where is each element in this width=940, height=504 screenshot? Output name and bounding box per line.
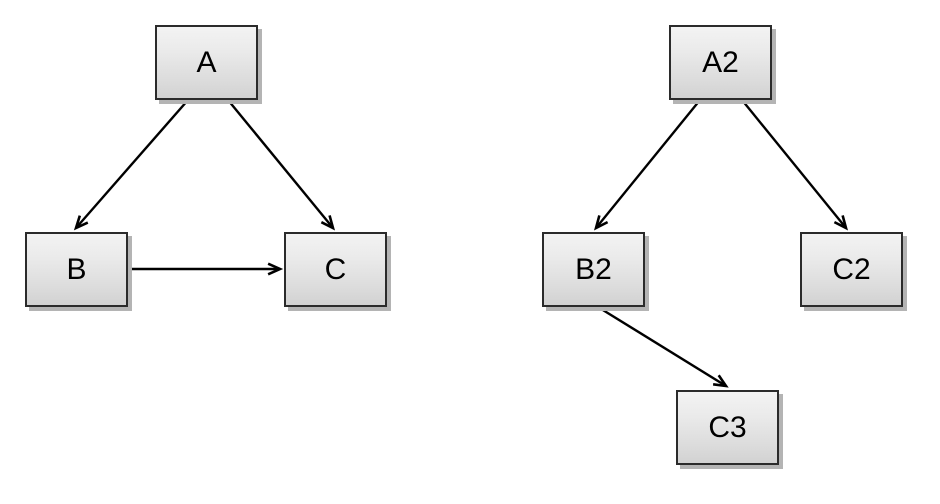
node-label: A xyxy=(196,45,217,79)
arrowhead-icon xyxy=(712,374,729,388)
edge-line xyxy=(595,99,701,229)
arrowhead-icon xyxy=(593,215,609,231)
node-c2[interactable]: C2 xyxy=(800,232,903,307)
node-label: C xyxy=(324,252,347,286)
edge-a2-to-c2[interactable] xyxy=(741,99,849,231)
node-b2[interactable]: B2 xyxy=(542,232,645,307)
node-label: B2 xyxy=(575,252,612,286)
edge-b2-to-c3[interactable] xyxy=(597,305,729,388)
node-label: C3 xyxy=(708,410,747,444)
edge-line xyxy=(227,99,334,229)
arrowhead-icon xyxy=(320,215,336,231)
edge-a2-to-b2[interactable] xyxy=(593,99,701,231)
node-label: C2 xyxy=(832,252,871,286)
arrowhead-icon xyxy=(833,215,849,231)
node-a2[interactable]: A2 xyxy=(669,25,772,100)
node-label: B xyxy=(66,252,87,286)
edge-line xyxy=(75,99,189,229)
edge-b-to-c[interactable] xyxy=(130,262,284,276)
arrowhead-icon xyxy=(73,215,89,231)
edge-a-to-b[interactable] xyxy=(73,99,189,231)
node-c3[interactable]: C3 xyxy=(676,390,779,465)
node-label: A2 xyxy=(702,45,739,79)
node-a[interactable]: A xyxy=(155,25,258,100)
node-c[interactable]: C xyxy=(284,232,387,307)
edge-a-to-c[interactable] xyxy=(227,99,336,231)
arrowhead-icon xyxy=(267,262,284,276)
edge-line xyxy=(741,99,847,229)
node-b[interactable]: B xyxy=(25,232,128,307)
edge-line xyxy=(597,305,727,388)
